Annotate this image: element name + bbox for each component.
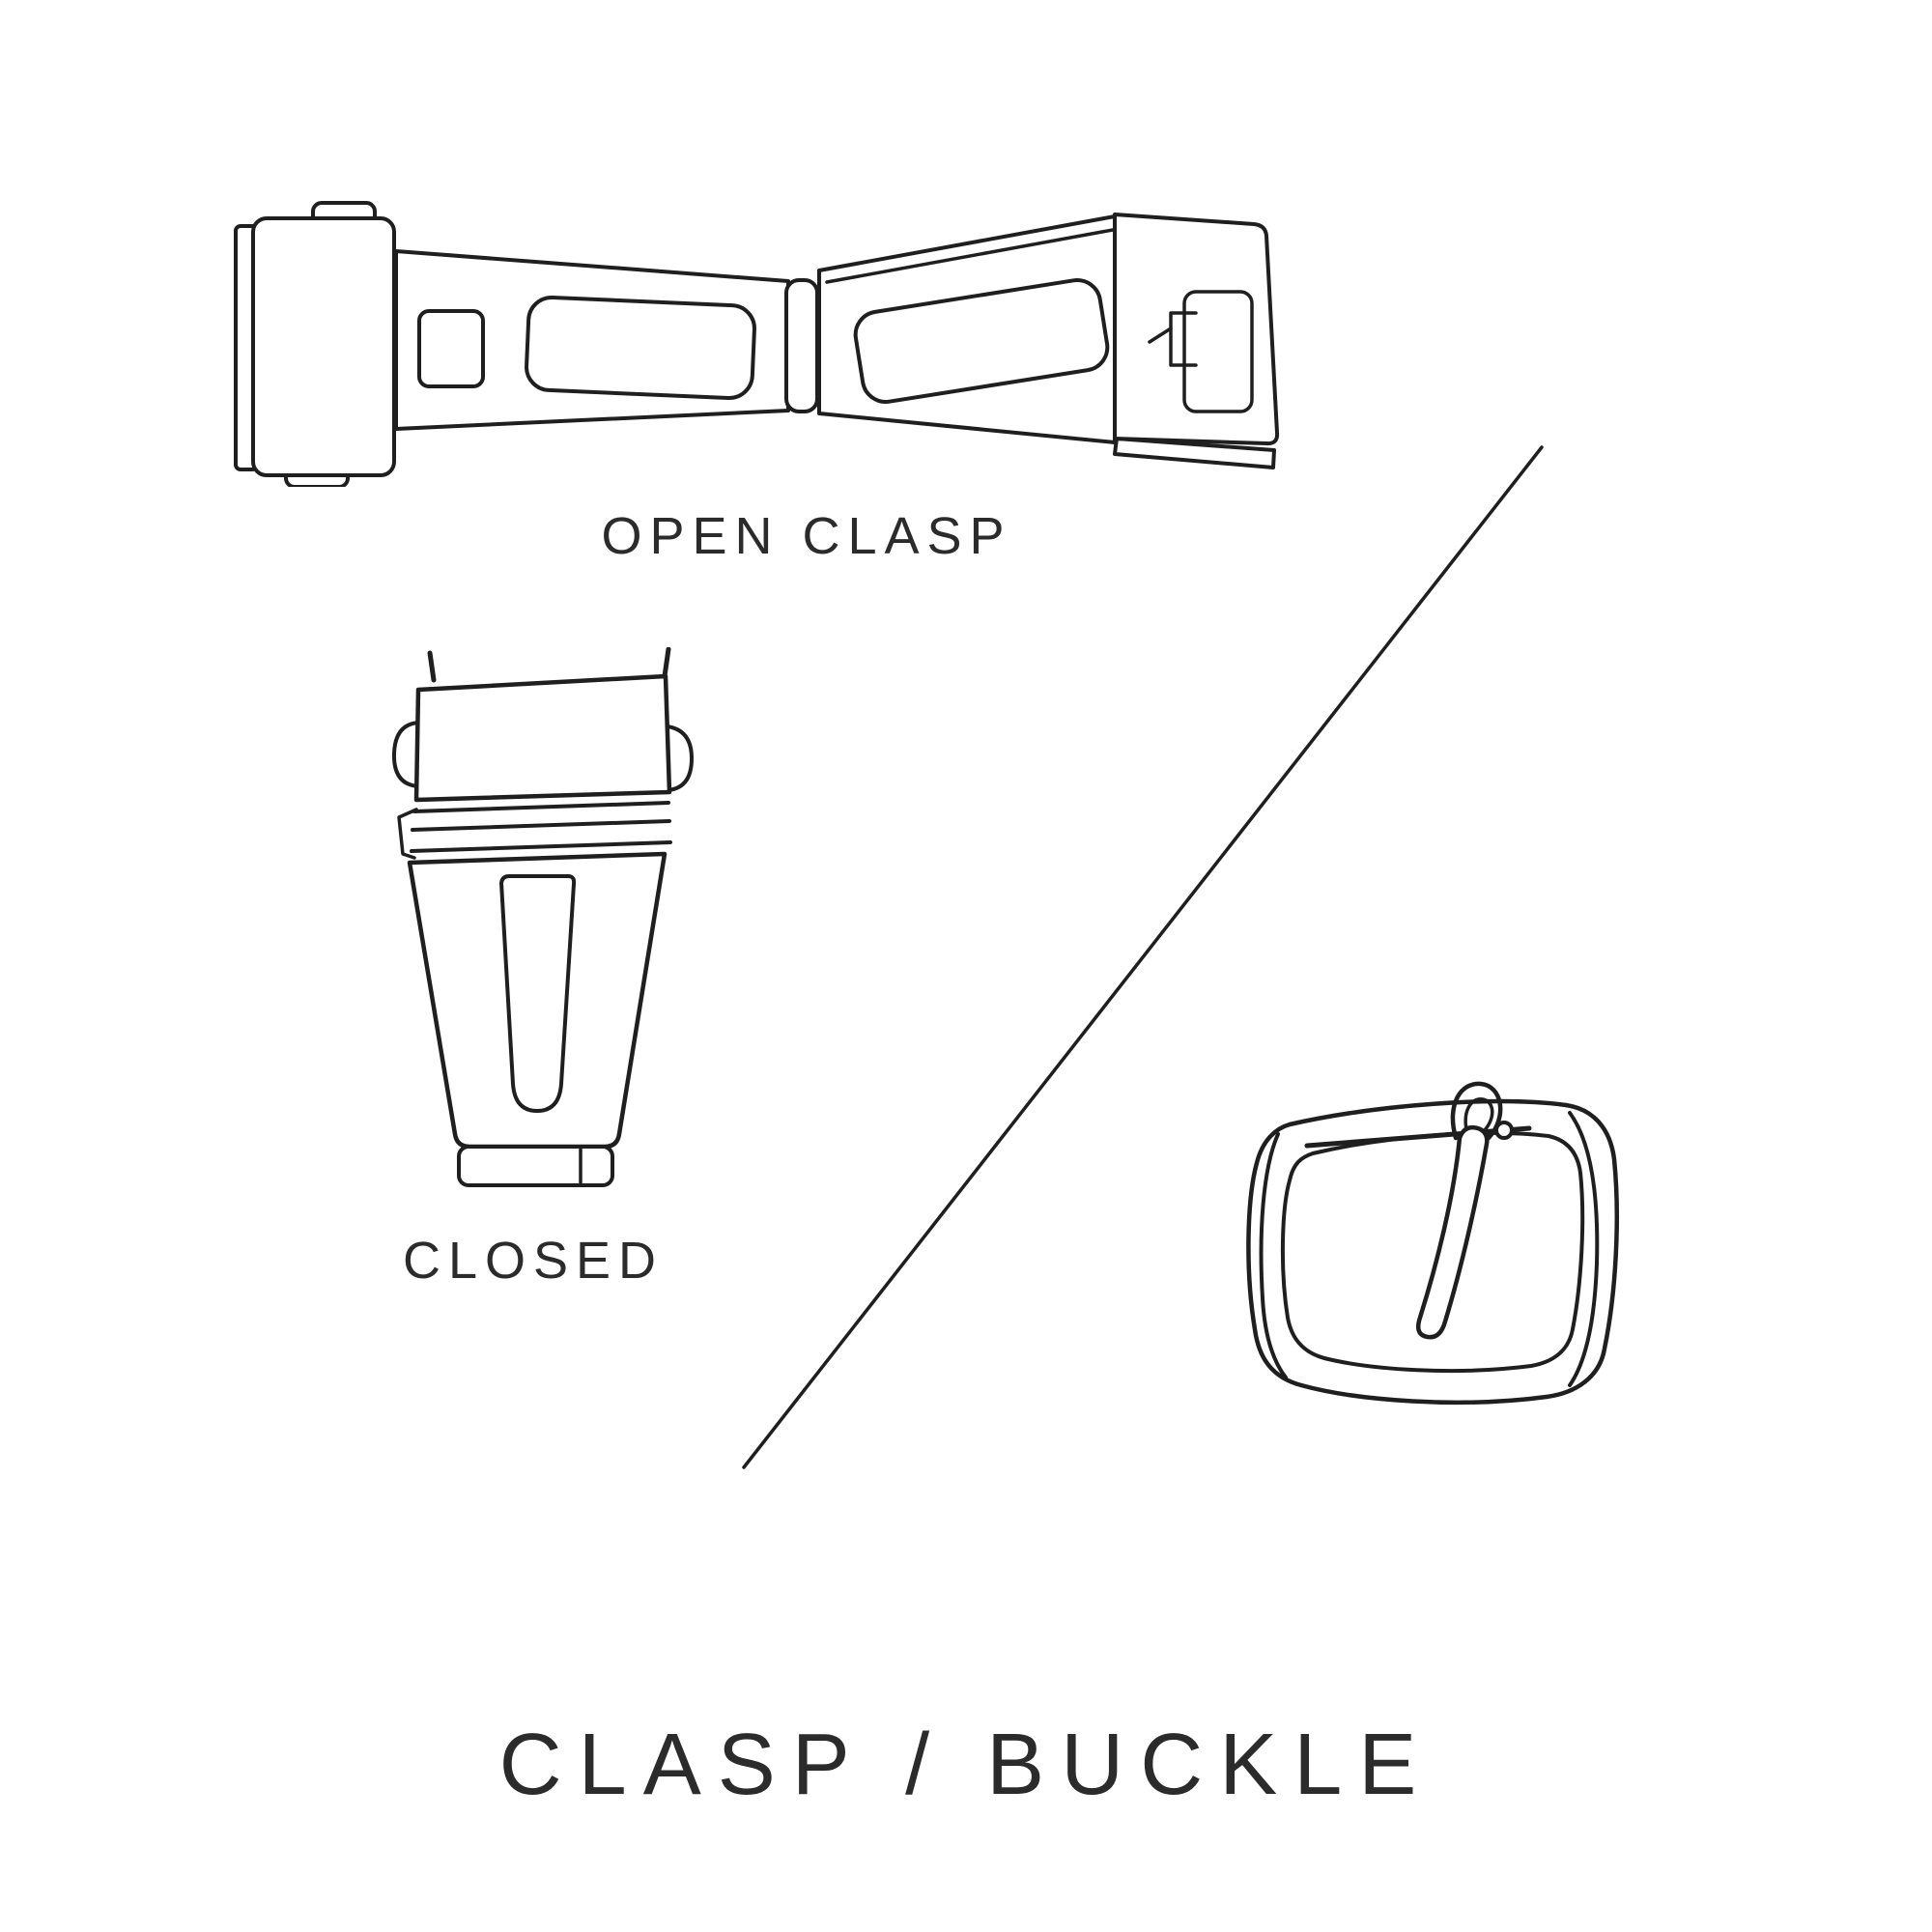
left-end-link — [234, 201, 396, 487]
closed-clasp-fold-strips — [397, 801, 672, 860]
left-clasp-arm — [394, 249, 790, 431]
open-clasp-label: OPEN CLASP — [601, 507, 1012, 565]
closed-clasp-top-box — [413, 673, 672, 803]
clasp-hinge — [784, 278, 819, 413]
right-clasp-arm — [817, 213, 1280, 469]
open-clasp-illustration — [234, 201, 1280, 487]
closed-clasp-label: CLOSED — [402, 1232, 665, 1290]
closed-clasp-ears — [391, 721, 694, 792]
closed-clasp-bottom-bar — [457, 1145, 614, 1187]
diagram-title: CLASP / BUCKLE — [498, 1717, 1434, 1813]
closed-clasp-body — [407, 851, 668, 1150]
buckle-tongue — [1416, 1081, 1503, 1340]
closed-clasp-prongs — [427, 647, 671, 683]
divider-line — [742, 445, 1544, 1469]
closed-clasp-illustration — [391, 647, 694, 1187]
buckle-illustration — [1246, 1081, 1619, 1406]
buckle-frame — [1246, 1098, 1619, 1406]
